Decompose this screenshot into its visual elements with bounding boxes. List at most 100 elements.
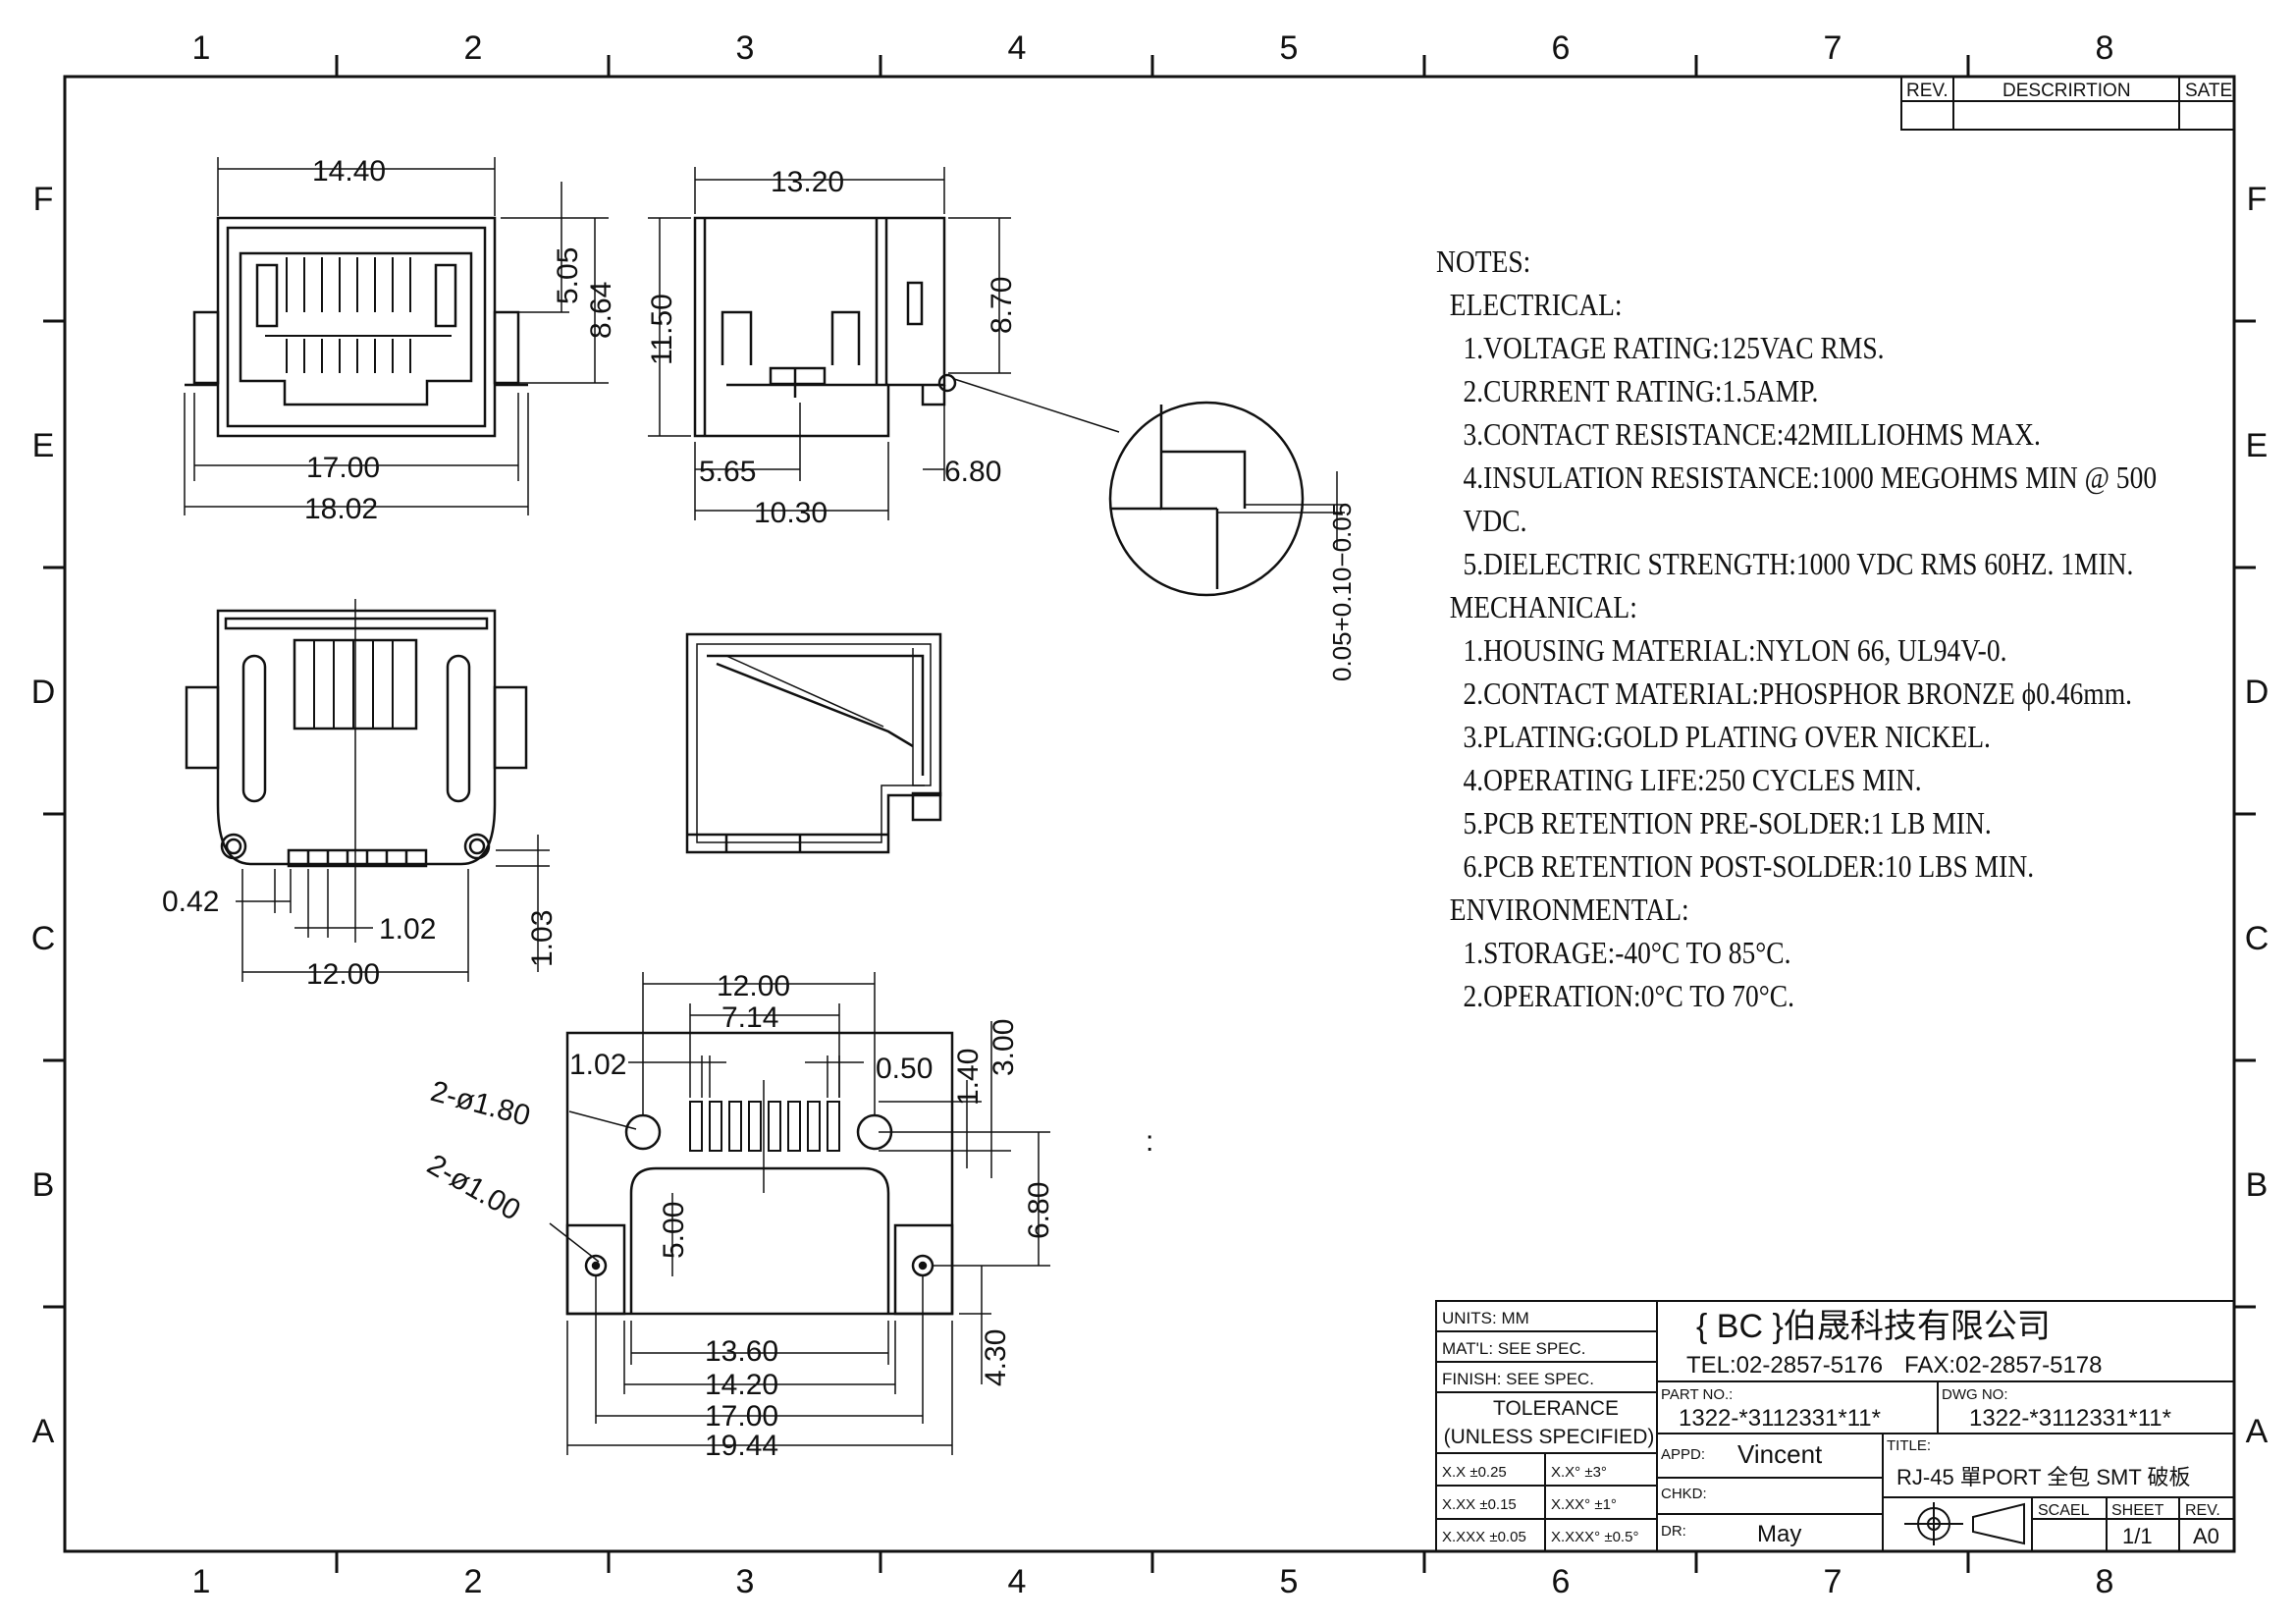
grid-row-right-C: C (2245, 920, 2269, 957)
note-item: 2.CURRENT RATING:1.5AMP. (1463, 373, 1819, 408)
dim-6-80: 6.80 (944, 456, 1001, 488)
rev-label: REV. (2185, 1502, 2220, 1519)
grid-col-bottom-5: 5 (1280, 1563, 1299, 1600)
part-no-label: PART NO.: (1661, 1386, 1733, 1403)
dim-10-30: 10.30 (754, 497, 828, 529)
note-item: 4.INSULATION RESISTANCE:1000 MEGOHMS MIN… (1463, 460, 2158, 538)
hole-large-left (624, 1113, 662, 1151)
description-header: DESCRIRTION (2002, 81, 2131, 101)
units-label: UNITS: MM (1442, 1309, 1529, 1327)
hole-small-left (584, 1254, 608, 1277)
tol-row-2-a: X.XX ±0.15 (1442, 1496, 1517, 1513)
appd-value: Vincent (1737, 1439, 1823, 1469)
note-item: 3.PLATING:GOLD PLATING OVER NICKEL. (1463, 719, 1991, 754)
note-item: 2.CONTACT MATERIAL:PHOSPHOR BRONZE ϕ0.46… (1463, 676, 2133, 711)
rev-value: A0 (2193, 1524, 2219, 1548)
side-view-top-dims (648, 167, 1120, 520)
dim-11-50: 11.50 (646, 294, 678, 365)
dwg-no-label: DWG NO: (1942, 1386, 2008, 1403)
note-item: 1.VOLTAGE RATING:125VAC RMS. (1463, 330, 1885, 365)
grid-row-left-A: A (32, 1413, 55, 1450)
side-view-mid (685, 632, 942, 854)
notes-section-heading: MECHANICAL: (1449, 589, 1637, 624)
dim-1-40: 1.40 (952, 1049, 985, 1106)
side-view-top-dim-labels: 13.20 11.50 8.70 5.65 6.80 10.30 (646, 166, 1018, 529)
detail-view-dim-labels: 0.05+0.10−0.05 (1327, 503, 1357, 681)
grid-col-top-7: 7 (1824, 29, 1842, 67)
title-block-text: UNITS: MM MAT'L: SEE SPEC. FINISH: SEE S… (1442, 1308, 2220, 1548)
dim-14-40: 14.40 (312, 155, 386, 188)
grid-row-right-F: F (2247, 181, 2268, 218)
grid-col-top-2: 2 (464, 29, 483, 67)
grid-col-top-3: 3 (736, 29, 755, 67)
dwg-no-value: 1322-*3112331*11* (1969, 1405, 2171, 1432)
scale-label: SCAEL (2038, 1502, 2090, 1519)
company-fax: FAX:02-2857-5178 (1904, 1352, 2102, 1379)
dim-14-20: 14.20 (705, 1369, 778, 1401)
front-view-top-dims (184, 157, 609, 515)
tol-row-3-a: X.XXX ±0.05 (1442, 1529, 1526, 1545)
grid-col-bottom-3: 3 (736, 1563, 755, 1600)
note-item: 6.PCB RETENTION POST-SOLDER:10 LBS MIN. (1463, 848, 2035, 884)
grid-row-left-F: F (33, 181, 54, 218)
grid-col-top-4: 4 (1008, 29, 1027, 67)
dim-hole-large: 2-ø1.80 (427, 1075, 533, 1133)
grid-row-right-D: D (2245, 674, 2269, 711)
sheet-label: SHEET (2111, 1502, 2164, 1519)
grid-col-bottom-8: 8 (2096, 1563, 2114, 1600)
dim-12-00-mid: 12.00 (306, 958, 380, 991)
company-name: { BC }伯晟科技有限公司 (1696, 1308, 2051, 1345)
dim-4-30: 4.30 (980, 1329, 1012, 1386)
grid-col-top-8: 8 (2096, 29, 2114, 67)
dim-5-65: 5.65 (699, 456, 756, 488)
grid-col-top-5: 5 (1280, 29, 1299, 67)
grid-col-bottom-1: 1 (192, 1563, 211, 1600)
dim-1-03: 1.03 (526, 910, 559, 967)
title-block (1435, 1300, 2235, 1552)
footprint-dim-labels: 12.00 7.14 1.02 0.50 2-ø1.80 2-ø1.00 1.4… (422, 970, 1154, 1462)
footprint-dims (549, 972, 1050, 1455)
tolerance-title: TOLERANCE (1493, 1397, 1619, 1420)
grid-row-right-A: A (2246, 1413, 2269, 1450)
dr-label: DR: (1661, 1523, 1686, 1540)
front-view-mid-dim-labels: 0.42 1.02 12.00 1.03 (162, 886, 559, 991)
projection-symbol-icon (1904, 1502, 2025, 1545)
grid-col-bottom-2: 2 (464, 1563, 483, 1600)
grid-col-top-1: 1 (192, 29, 211, 67)
dim-8-70: 8.70 (986, 277, 1018, 334)
grid-row-right-B: B (2246, 1166, 2269, 1204)
note-item: 4.OPERATING LIFE:250 CYCLES MIN. (1463, 762, 1922, 797)
front-view-top-dim-labels: 14.40 17.00 18.02 5.05 8.64 (304, 155, 617, 525)
dim-1-02-mid: 1.02 (379, 913, 436, 946)
grid-col-bottom-6: 6 (1552, 1563, 1571, 1600)
note-item: 5.DIELECTRIC STRENGTH:1000 VDC RMS 60HZ.… (1463, 546, 2134, 581)
dim-17-00-fp: 17.00 (705, 1400, 778, 1433)
material-label: MAT'L: SEE SPEC. (1442, 1339, 1586, 1358)
grid-row-left-D: D (31, 674, 56, 711)
grid-col-bottom-7: 7 (1824, 1563, 1842, 1600)
front-view-mid-dims (236, 599, 550, 982)
appd-label: APPD: (1661, 1446, 1705, 1463)
revision-table (1900, 76, 2235, 131)
dim-13-20: 13.20 (771, 166, 844, 198)
title-label: TITLE: (1887, 1437, 1931, 1454)
note-item: 3.CONTACT RESISTANCE:42MILLIOHMS MAX. (1463, 416, 2041, 452)
grid-row-left-E: E (32, 427, 55, 464)
dim-0-42: 0.42 (162, 886, 219, 918)
grid-col-top-6: 6 (1552, 29, 1571, 67)
detail-view (1108, 401, 1345, 597)
revision-table-labels: REV. DESCRIRTION SATE (1906, 81, 2232, 101)
notes-section-heading: ELECTRICAL: (1449, 287, 1623, 322)
front-view-top (185, 216, 528, 438)
sheet-value: 1/1 (2122, 1524, 2153, 1548)
note-item: 2.OPERATION:0°C TO 70°C. (1463, 978, 1795, 1013)
dim-12-00-fp: 12.00 (717, 970, 790, 1002)
part-no-value: 1322-*3112331*11* (1679, 1405, 1881, 1432)
dim-18-02: 18.02 (304, 493, 378, 525)
tol-row-3-b: X.XXX° ±0.5° (1551, 1529, 1638, 1545)
dim-1-02-fp: 1.02 (569, 1049, 626, 1081)
chkd-label: CHKD: (1661, 1486, 1707, 1502)
dim-5-05: 5.05 (552, 247, 584, 304)
dim-13-60: 13.60 (705, 1335, 778, 1368)
